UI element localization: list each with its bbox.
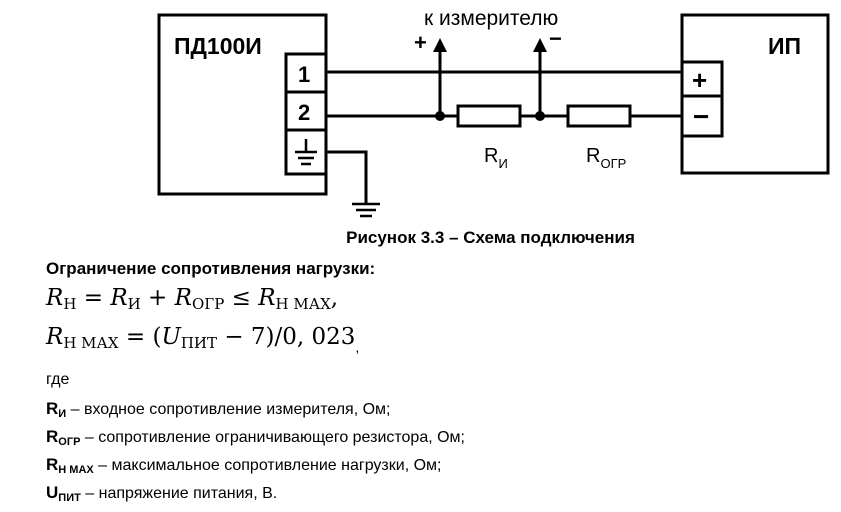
- where-label: где: [46, 371, 70, 388]
- supply-plus-label: +: [692, 65, 707, 95]
- resistor-meter: [456, 104, 522, 128]
- supply-minus-label: −: [693, 101, 709, 132]
- definition-item: RОГР – сопротивление ограничивающего рез…: [46, 427, 465, 448]
- meter-label: к измерителю: [424, 7, 558, 30]
- meter-plus-arrow-icon: [433, 38, 447, 52]
- definition-item: RН МАХ – максимальное сопротивление нагр…: [46, 455, 442, 476]
- connection-diagram: ПД100И 1 2 ИП + − к изме: [157, 7, 830, 218]
- terminal-1-label: 1: [298, 62, 310, 87]
- meter-minus-sign: −: [549, 26, 562, 51]
- sensor-label: ПД100И: [174, 33, 262, 59]
- r-limit-label: RОГР: [586, 145, 626, 171]
- formula-max-resistance: RН МАХ = (UПИТ − 7)/0, 023,: [46, 324, 360, 355]
- meter-minus-arrow-icon: [533, 38, 547, 52]
- junction-dot: [435, 111, 445, 121]
- ground-icon: [295, 139, 317, 166]
- meter-plus-sign: +: [414, 30, 427, 55]
- formula-resistance-limit: RН = RИ + RОГР ≤ RН МАХ,: [46, 285, 339, 313]
- resistor-limit: [566, 104, 632, 128]
- power-supply-label: ИП: [768, 33, 801, 59]
- definition-item: RИ – входное сопротивление измерителя, О…: [46, 399, 391, 420]
- r-meter-label: RИ: [484, 145, 508, 171]
- ground-icon: [352, 202, 380, 218]
- figure-caption: Рисунок 3.3 – Схема подключения: [346, 228, 635, 247]
- wires: [326, 46, 682, 204]
- terminal-2-label: 2: [298, 100, 310, 125]
- definition-item: UПИТ – напряжение питания, В.: [46, 483, 278, 504]
- section-heading: Ограничение сопротивления нагрузки:: [46, 259, 376, 278]
- junction-dot: [535, 111, 545, 121]
